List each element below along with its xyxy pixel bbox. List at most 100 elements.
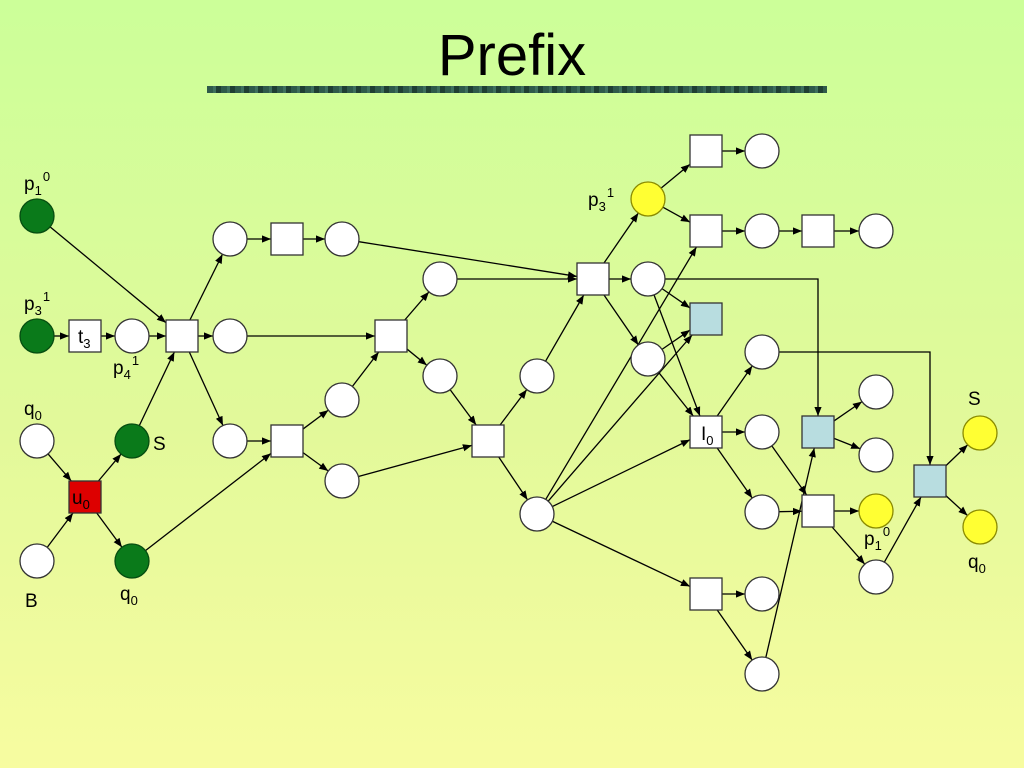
label-L_q0_bottom: q0 xyxy=(120,584,138,608)
arc-pq0-u0 xyxy=(47,453,72,482)
arc-e1-V2 xyxy=(665,278,822,416)
arc-g5-V2 xyxy=(765,447,816,658)
place-pS xyxy=(114,423,150,459)
place-h4 xyxy=(858,559,894,595)
place-a2 xyxy=(324,221,360,257)
place-f2 xyxy=(744,213,780,249)
transition-T1 xyxy=(165,319,199,353)
transition-I0 xyxy=(689,415,723,449)
arc-a2-T6 xyxy=(358,241,578,279)
arc-T4-c1 xyxy=(404,291,430,321)
arc-W1-k1 xyxy=(945,444,969,467)
arc-b1-T4 xyxy=(351,351,380,387)
place-d2 xyxy=(519,496,555,532)
place-k2 xyxy=(962,509,998,545)
transition-V3 xyxy=(801,494,835,528)
label-L_p1_0_left: p10 xyxy=(24,169,50,198)
label-t3: t3 xyxy=(78,327,91,351)
arc-T1-a4 xyxy=(188,351,224,426)
place-g1 xyxy=(744,334,780,370)
arc-I0-g1 xyxy=(716,365,753,417)
arc-V2-h1 xyxy=(833,401,863,422)
place-pL2 xyxy=(19,318,55,354)
arc-T6-e2 xyxy=(603,294,639,346)
place-g3 xyxy=(744,494,780,530)
transition-T3 xyxy=(270,424,304,458)
arc-V2-h2 xyxy=(833,437,861,450)
place-pt3o xyxy=(114,318,150,354)
place-c1 xyxy=(422,261,458,297)
place-pL1 xyxy=(19,198,55,234)
label-L_q0_left: q0 xyxy=(24,399,42,423)
arc-pB-u0 xyxy=(46,512,74,548)
label-L_S_right: S xyxy=(968,389,981,410)
place-d1 xyxy=(519,358,555,394)
arc-e1-U3 xyxy=(661,288,691,309)
arc-pS-T1 xyxy=(138,351,175,426)
label-L_B: B xyxy=(25,591,38,612)
arc-b2-T5 xyxy=(358,444,473,478)
arc-e2-I0 xyxy=(658,371,694,417)
place-h1 xyxy=(858,374,894,410)
arc-u0-pS xyxy=(97,453,122,482)
place-f1 xyxy=(744,133,780,169)
transition-U2 xyxy=(689,214,723,248)
place-e2 xyxy=(630,341,666,377)
arc-T3-b2 xyxy=(302,452,329,472)
arc-U5-g5 xyxy=(716,609,753,661)
arc-g2-V3 xyxy=(771,445,808,496)
place-pq0b xyxy=(114,543,150,579)
arc-V3-h4 xyxy=(831,526,866,565)
label-L_q0_right: q0 xyxy=(968,552,986,576)
arc-T5-d2 xyxy=(498,456,529,501)
place-pq0 xyxy=(19,423,55,459)
arc-d2-I0 xyxy=(552,439,691,508)
place-a4 xyxy=(212,423,248,459)
arc-h4-W1 xyxy=(883,496,922,563)
arc-T3-b1 xyxy=(302,409,329,430)
arc-pq0b-T3 xyxy=(145,452,272,552)
transition-U3 xyxy=(689,302,723,336)
place-e1 xyxy=(630,261,666,297)
place-g5 xyxy=(744,656,780,692)
transition-u0 xyxy=(68,480,102,514)
title-underline xyxy=(207,86,827,93)
transition-U1 xyxy=(689,134,723,168)
transition-U5 xyxy=(689,577,723,611)
place-a1 xyxy=(212,221,248,257)
transition-T6 xyxy=(576,262,610,296)
place-c2 xyxy=(422,358,458,394)
transition-V2 xyxy=(801,415,835,449)
place-g2 xyxy=(744,414,780,450)
label-I0: I0 xyxy=(701,424,714,448)
arc-d2-U3 xyxy=(547,334,693,502)
label-u0: u0 xyxy=(72,488,90,512)
transition-T5 xyxy=(471,424,505,458)
label-L_p3_1_left: p31 xyxy=(24,289,50,318)
arc-e1-I0 xyxy=(653,294,701,417)
transition-V1 xyxy=(801,214,835,248)
transition-T4 xyxy=(374,319,408,353)
place-h2 xyxy=(858,437,894,473)
label-L_p3_1_right: p31 xyxy=(588,185,614,214)
arc-e0-U1 xyxy=(660,163,691,189)
place-b2 xyxy=(324,463,360,499)
label-L_p1_0_right: p10 xyxy=(864,524,890,553)
arc-T6-e0 xyxy=(603,212,639,264)
arc-c2-T5 xyxy=(449,389,477,426)
arc-g1-W1 xyxy=(779,351,934,465)
label-L_p4_1: p41 xyxy=(113,353,139,382)
arc-d2-U2 xyxy=(545,246,698,500)
arc-pL1-T1 xyxy=(49,226,167,324)
arc-e2-U3 xyxy=(661,329,691,350)
place-pB xyxy=(19,543,55,579)
place-k1 xyxy=(962,415,998,451)
arc-T4-c2 xyxy=(406,348,428,366)
place-a3 xyxy=(212,318,248,354)
transition-t3 xyxy=(68,319,102,353)
arc-T1-a1 xyxy=(189,253,224,321)
place-b1 xyxy=(324,382,360,418)
transition-T2 xyxy=(270,222,304,256)
arc-d1-T6 xyxy=(544,294,585,362)
